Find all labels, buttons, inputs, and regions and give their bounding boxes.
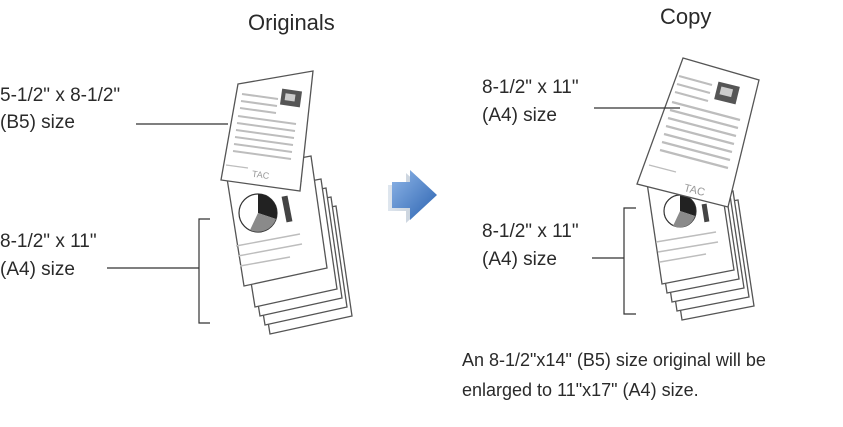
photo-graphic [714, 81, 740, 105]
arrow-icon [388, 170, 437, 223]
page-mark-copy: TAC [683, 182, 707, 199]
copy-top-label-line1: 8-1/2" x 11" [482, 77, 579, 98]
pie-chart-graphic [663, 194, 697, 228]
originals-large-label-line2: (A4) size [0, 259, 75, 280]
copy-top-label-line2: (A4) size [482, 105, 557, 126]
originals-b5-sheet: TAC [220, 70, 314, 192]
originals-small-label-line2: (B5) size [0, 112, 75, 133]
bracket-a4-stack [198, 218, 210, 324]
bracket-copy-stack [623, 207, 636, 315]
pie-chart-graphic [238, 193, 278, 233]
note-line1: An 8-1/2"x14" (B5) size original will be [462, 350, 766, 370]
originals-heading: Originals [248, 10, 335, 35]
page-mark-small: TAC [251, 169, 270, 181]
copy-leaders [592, 107, 680, 315]
photo-graphic [279, 88, 303, 108]
copy-heading: Copy [660, 4, 712, 29]
note-line2: enlarged to 11"x17" (A4) size. [462, 380, 699, 400]
originals-small-label-line1: 5-1/2" x 8-1/2" [0, 85, 121, 106]
bar-graphic [701, 203, 710, 223]
copy-stack-label-line2: (A4) size [482, 249, 557, 270]
copy-a4-top-sheet: TAC [636, 57, 760, 208]
originals-leaders [107, 123, 228, 324]
bar-graphic [281, 195, 293, 223]
originals-large-label-line1: 8-1/2" x 11" [0, 231, 97, 252]
copy-stack-label-line1: 8-1/2" x 11" [482, 221, 579, 242]
